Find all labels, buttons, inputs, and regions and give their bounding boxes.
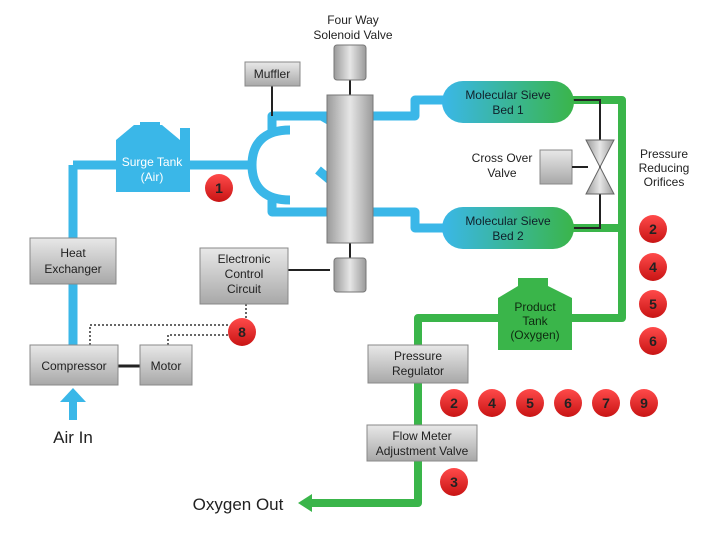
pipe-product-to-regulator xyxy=(414,314,502,345)
heat-exchanger-label-l1: Heat xyxy=(60,246,86,260)
motor-box xyxy=(139,344,193,386)
oxygen-out-arrowhead xyxy=(298,494,312,512)
orifices-label-l1: Pressure xyxy=(640,147,688,161)
marker-orifice-0-text: 2 xyxy=(649,221,657,237)
marker-regulator-0-text: 2 xyxy=(450,395,458,411)
flow-meter-box xyxy=(366,424,478,462)
marker-regulator-3: 6 xyxy=(554,389,582,417)
pipe-valve-to-sieve1 xyxy=(267,95,450,130)
compressor-label: Compressor xyxy=(41,359,106,373)
marker-regulator-2: 5 xyxy=(516,389,544,417)
wire-compressor xyxy=(89,324,228,345)
marker-orifice-2-text: 5 xyxy=(649,296,657,312)
pipe-flow-to-out xyxy=(312,460,422,507)
surge-tank-cap xyxy=(140,122,160,132)
marker-ecc: 8 xyxy=(228,318,256,346)
molecular-sieve-bed-1 xyxy=(442,81,574,123)
compressor-box xyxy=(29,344,119,386)
surge-tank-label-l1: Surge Tank xyxy=(122,155,183,169)
oxygen-out-label: Oxygen Out xyxy=(193,495,284,514)
control-wiring xyxy=(89,304,247,345)
marker-regulator-3-text: 6 xyxy=(564,395,572,411)
heat-exchanger-box xyxy=(29,237,117,285)
product-tank-shape xyxy=(498,278,572,350)
regulator-label-l2: Regulator xyxy=(392,364,444,378)
marker-ecc-text: 8 xyxy=(238,324,246,340)
pressure-regulator-box xyxy=(367,344,469,384)
wire-motor xyxy=(167,334,228,345)
marker-regulator-4: 7 xyxy=(592,389,620,417)
four-way-label-l2: Solenoid Valve xyxy=(313,28,392,42)
motor-label: Motor xyxy=(151,359,182,373)
crossover-label-l2: Valve xyxy=(487,166,516,180)
crossover-label-l1: Cross Over xyxy=(472,151,533,165)
pipe-sieves-to-product-tank xyxy=(570,96,626,322)
electronic-control-circuit-box xyxy=(199,247,289,305)
muffler-box xyxy=(244,61,301,87)
marker-orifice-1-text: 4 xyxy=(649,259,657,275)
four-way-label-l1: Four Way xyxy=(327,13,379,27)
product-tank-label-l2: Tank xyxy=(522,314,548,328)
sieve1-label-l1: Molecular Sieve xyxy=(465,88,551,102)
orifices-label-l3: Orifices xyxy=(644,175,685,189)
heat-exchanger-label-l2: Exchanger xyxy=(44,262,101,276)
sieve1-label-l2: Bed 1 xyxy=(492,103,524,117)
sieve2-label-l1: Molecular Sieve xyxy=(465,214,551,228)
surge-tank-label-l2: (Air) xyxy=(141,170,164,184)
product-tank-label-l3: (Oxygen) xyxy=(510,328,559,342)
crossover-line xyxy=(570,99,601,229)
marker-regulator-0: 2 xyxy=(440,389,468,417)
marker-orifice-2: 5 xyxy=(639,290,667,318)
sieve2-label-l2: Bed 2 xyxy=(492,229,524,243)
pipe-valve-to-sieve2 xyxy=(267,200,450,233)
molecular-sieve-bed-2 xyxy=(442,207,574,249)
flow-label-l1: Flow Meter xyxy=(392,429,451,443)
marker-orifice-3: 6 xyxy=(639,327,667,355)
marker-regulator-2-text: 5 xyxy=(526,395,534,411)
muffler-label: Muffler xyxy=(254,67,290,81)
air-in-arrow xyxy=(60,388,86,420)
ecc-label-l3: Circuit xyxy=(227,282,262,296)
ecc-label-l2: Control xyxy=(225,267,264,281)
marker-regulator-5-text: 9 xyxy=(640,395,648,411)
pipe-loop-upper xyxy=(247,125,291,166)
marker-flow: 3 xyxy=(440,468,468,496)
air-in-label: Air In xyxy=(53,428,93,447)
marker-surge: 1 xyxy=(205,174,233,202)
pipe-loop-lower xyxy=(247,164,291,205)
cross-over-valve xyxy=(539,139,615,195)
product-tank-label-l1: Product xyxy=(514,300,556,314)
marker-regulator-4-text: 7 xyxy=(602,395,610,411)
marker-regulator-1: 4 xyxy=(478,389,506,417)
four-way-solenoid-valve xyxy=(326,44,374,293)
marker-regulator-5: 9 xyxy=(630,389,658,417)
marker-regulator-1-text: 4 xyxy=(488,395,496,411)
marker-flow-text: 3 xyxy=(450,474,458,490)
ecc-label-l1: Electronic xyxy=(218,252,271,266)
marker-orifice-1: 4 xyxy=(639,253,667,281)
marker-orifice-0: 2 xyxy=(639,215,667,243)
marker-surge-text: 1 xyxy=(215,180,223,196)
orifices-label-l2: Reducing xyxy=(639,161,690,175)
surge-tank-shape xyxy=(116,125,190,192)
regulator-label-l1: Pressure xyxy=(394,349,442,363)
marker-orifice-3-text: 6 xyxy=(649,333,657,349)
flow-label-l2: Adjustment Valve xyxy=(376,444,469,458)
